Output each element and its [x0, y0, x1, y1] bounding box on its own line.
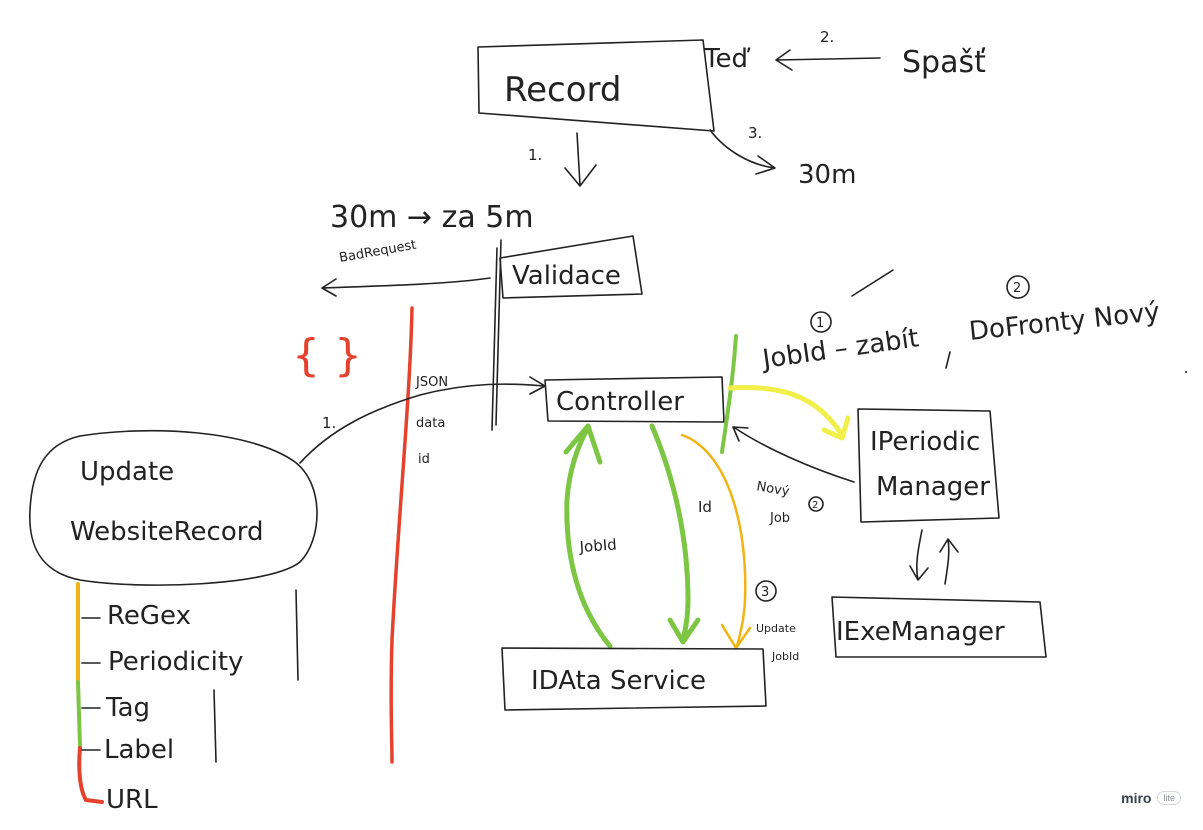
- arrow-exe-to-periodic: [939, 538, 959, 585]
- green-arrow-up: [563, 423, 613, 649]
- circle-3: [755, 580, 777, 602]
- record-label: Record: [504, 70, 621, 110]
- job-label: Job: [769, 511, 790, 526]
- circle-2-label: 2: [1013, 281, 1021, 296]
- spast-label: Spašť: [902, 45, 986, 80]
- braces-symbol: { }: [292, 330, 362, 381]
- bad-request-label: BadRequest: [338, 238, 417, 266]
- update-label-blob: Update: [80, 457, 174, 487]
- jobid-zabit-label: JobId – zabít: [759, 323, 921, 375]
- idata-service-box: [501, 647, 767, 711]
- arrow-periodic-to-controller: [732, 426, 855, 483]
- website-record-label: WebsiteRecord: [70, 517, 263, 547]
- miro-logo: miro: [1121, 790, 1152, 806]
- group-line-2: [213, 689, 217, 763]
- controller-box: [544, 376, 725, 423]
- update-website-record-blob: [29, 429, 318, 586]
- iexe-manager-label: IExeManager: [836, 617, 1005, 647]
- miro-branding[interactable]: miro lite: [1121, 790, 1181, 806]
- retry-label: 30m → za 5m: [330, 200, 534, 235]
- arrow-spast-to-ted: [775, 49, 881, 71]
- circle-3-label: 3: [761, 585, 769, 600]
- controller-label: Controller: [556, 387, 684, 417]
- step-2-label: 2.: [820, 28, 834, 46]
- divider-stroke: [851, 269, 894, 297]
- orange-arrow: [680, 433, 752, 650]
- data-label: data: [416, 416, 445, 431]
- arrow-periodic-to-exe: [909, 529, 929, 581]
- idata-service-label: IDAta Service: [531, 666, 706, 696]
- validace-stem-line: [491, 247, 498, 431]
- validace-stem-line-2: [495, 239, 502, 426]
- circle-1-label: 1: [816, 316, 824, 331]
- id-left-label: id: [418, 452, 430, 467]
- url-label: URL: [106, 785, 158, 815]
- stray-dot: [1185, 371, 1187, 373]
- arrow-record-to-validace: [564, 132, 597, 187]
- update-label: Update: [756, 622, 796, 635]
- step-1-left-label: 1.: [322, 414, 336, 432]
- jobid-arrow-label: JobId: [578, 535, 617, 556]
- json-label: JSON: [415, 375, 448, 390]
- comma-mark: [945, 351, 951, 369]
- jobid-small-label: JobId: [771, 650, 799, 663]
- manager-label: Manager: [876, 472, 990, 502]
- iexe-manager-box: [831, 596, 1047, 658]
- label-label: Label: [104, 735, 174, 765]
- arrow-to-30m: [709, 129, 776, 175]
- step-3-label: 3.: [748, 124, 762, 142]
- circle-2b: [808, 496, 824, 512]
- regex-label: ReGex: [107, 601, 191, 631]
- id-mid-label: Id: [698, 498, 712, 516]
- ted-label: Teď: [703, 44, 751, 74]
- validace-box: [499, 235, 643, 299]
- miro-lite-badge: lite: [1157, 791, 1181, 805]
- green-arrow-down: [649, 423, 701, 645]
- record-box: [477, 39, 715, 132]
- thirty-min-label: 30m: [798, 160, 856, 190]
- periodicity-label: Periodicity: [108, 647, 243, 677]
- circle-2b-label: 2: [812, 500, 818, 511]
- validace-label: Validace: [512, 261, 621, 291]
- tag-label: Tag: [105, 693, 150, 723]
- field-bracket-red: [77, 746, 104, 804]
- yellow-arrow: [727, 385, 851, 441]
- do-fronty-novy-label: DoFronty Nový: [968, 297, 1162, 347]
- circle-2: [1006, 275, 1030, 299]
- field-bracket-green: [76, 680, 82, 748]
- novy-label: Nový: [755, 479, 790, 500]
- iperiodic-label: IPeriodic: [870, 427, 980, 457]
- arrow-bad-request: [321, 277, 491, 297]
- iperiodic-manager-box: [857, 408, 1000, 523]
- step-1-top-label: 1.: [528, 146, 542, 164]
- green-marker-line: [720, 334, 738, 454]
- circle-1: [810, 311, 832, 333]
- red-vertical-line: [389, 306, 414, 764]
- group-line-1: [295, 589, 299, 681]
